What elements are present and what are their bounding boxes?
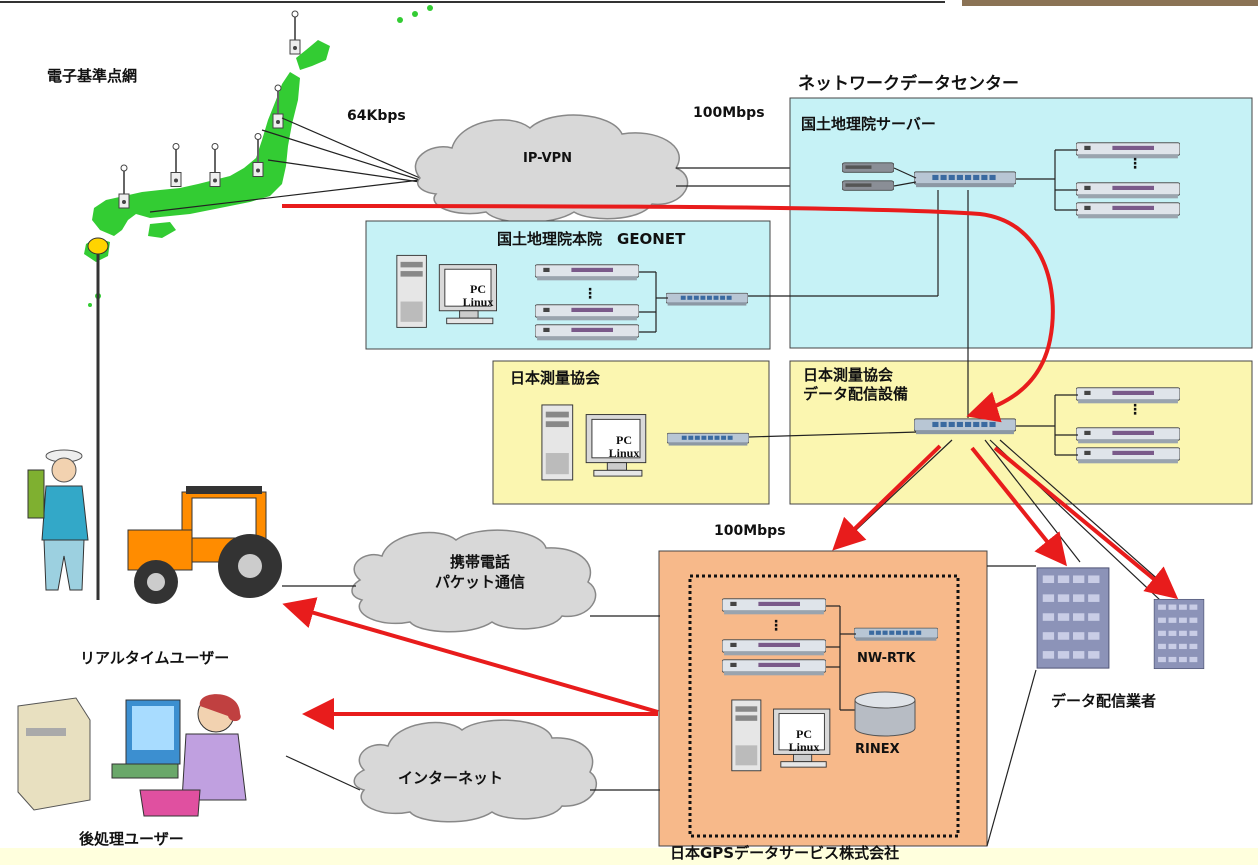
datacenter-box	[789, 97, 1253, 349]
jgds-inner-box	[688, 574, 960, 838]
ipvpn-cloud	[414, 114, 689, 224]
photo-strip	[962, 0, 1258, 6]
internet-cloud	[353, 719, 597, 823]
data-vendor-buildings	[1036, 567, 1205, 670]
svg-text:⋮: ⋮	[769, 618, 783, 634]
postprocess-user-figure	[17, 694, 247, 817]
nw-rtk-label: NW-RTK	[857, 651, 916, 666]
jgds-label: 日本GPSデータサービス株式会社	[670, 844, 900, 862]
data-vendors-label: データ配信業者	[1051, 692, 1157, 710]
link-speed-100m-top: 100Mbps	[693, 105, 765, 121]
jsa-pc-label: PC Linux	[608, 433, 640, 461]
internet-cloud-label: インターネット	[398, 769, 504, 787]
svg-text:⋮: ⋮	[1128, 156, 1142, 172]
mobile-cloud-label: 携帯電話 パケット通信	[434, 553, 525, 591]
cors-links	[149, 117, 421, 213]
ipvpn-label: IP-VPN	[523, 151, 573, 166]
link-speed-100m-mid: 100Mbps	[714, 523, 786, 539]
jsa-distribution-label: 日本測量協会 データ配信設備	[803, 366, 909, 403]
datacenter-title: ネットワークデータセンター	[798, 74, 1019, 94]
gsi-main-label: 国土地理院本院 GEONET	[497, 230, 686, 248]
cors-network-label: 電子基準点網	[47, 67, 138, 85]
rinex-label: RINEX	[855, 742, 900, 757]
svg-text:⋮: ⋮	[583, 286, 597, 302]
tractor-figure	[127, 486, 282, 604]
link-speed-64k: 64Kbps	[347, 108, 406, 124]
postprocess-users-label: 後処理ユーザー	[79, 830, 184, 848]
jsa-label: 日本測量協会	[510, 369, 601, 387]
mobile-cloud	[351, 529, 597, 633]
rinex-storage-icon	[854, 691, 916, 737]
svg-text:⋮: ⋮	[1128, 402, 1142, 418]
data-flow-arrows	[281, 204, 1179, 730]
gsi-pc-label: PC Linux	[462, 282, 494, 310]
gsi-server-label: 国土地理院サーバー	[801, 115, 936, 133]
realtime-users-label: リアルタイムユーザー	[80, 649, 230, 667]
jgds-box	[658, 550, 988, 847]
jgds-pc-label: PC Linux	[788, 727, 820, 755]
footer-band	[0, 848, 1258, 865]
surveyor-figure	[27, 237, 109, 600]
